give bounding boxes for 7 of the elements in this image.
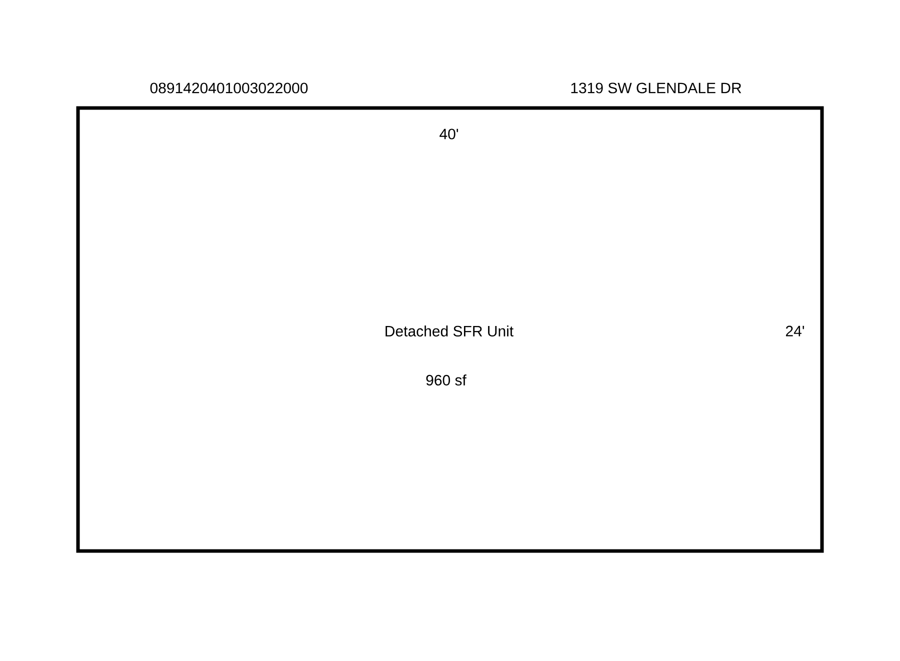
floor-plan-outline	[76, 106, 824, 553]
parcel-number: 0891420401003022000	[150, 82, 308, 94]
area-label: 960 sf	[426, 374, 466, 386]
dimension-label: 24'	[786, 326, 804, 336]
dimension-label: 40'	[440, 128, 458, 140]
address-label: 1319 SW GLENDALE DR	[571, 82, 742, 94]
room-label: Detached SFR Unit	[386, 325, 514, 336]
